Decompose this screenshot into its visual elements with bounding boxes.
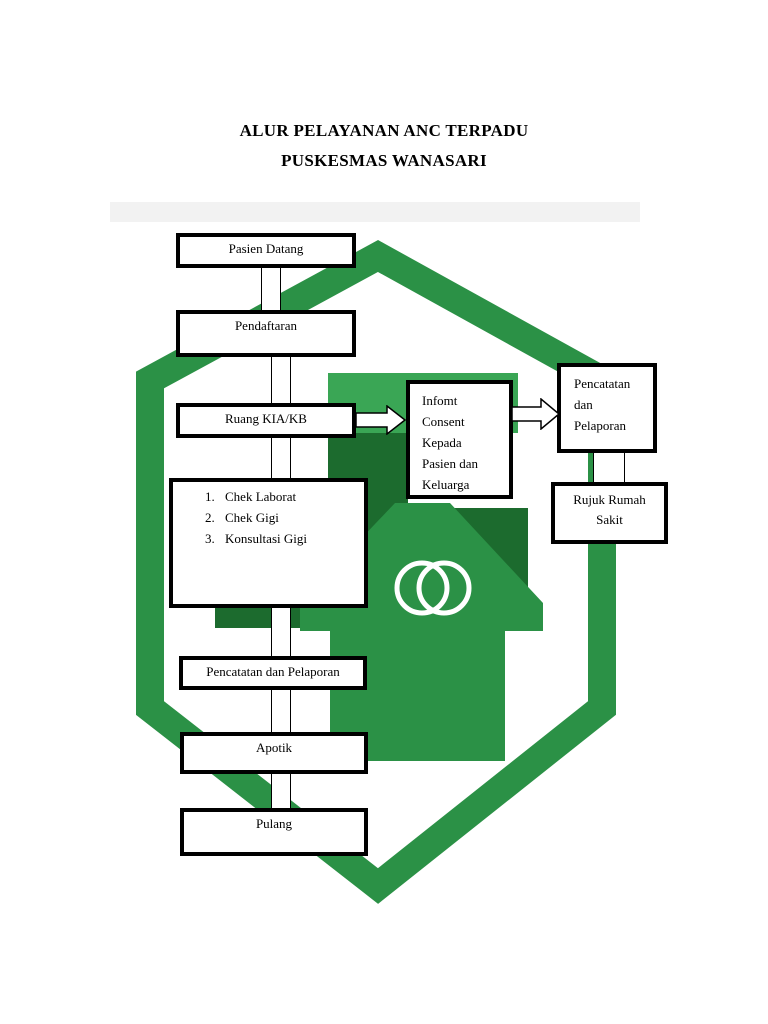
logo-ring-right	[416, 560, 472, 616]
arrow-right-icon	[355, 405, 407, 435]
connector-6	[271, 772, 291, 810]
step-pulang-label: Pulang	[255, 816, 293, 831]
step-pasien-datang: Pasien Datang	[176, 233, 356, 268]
step-pencatatan: Pencatatan dan Pelaporan	[179, 656, 367, 690]
rujuk-line: Sakit	[596, 512, 623, 527]
step-checks: 1.Chek Laborat 2.Chek Gigi 3.Konsultasi …	[169, 478, 368, 608]
connector-5	[271, 688, 291, 734]
consent-line: Consent	[422, 414, 465, 429]
consent-line: Infomt	[422, 393, 458, 408]
step-rujuk: Rujuk Rumah Sakit	[551, 482, 668, 544]
step-pencatatan-label: Pencatatan dan Pelaporan	[206, 664, 340, 679]
consent-line: Kepada	[422, 435, 462, 450]
consent-line: Keluarga	[422, 477, 470, 492]
rujuk-line: Rujuk Rumah	[573, 492, 646, 507]
connector-3	[271, 436, 291, 480]
step-informed-consent: Infomt Consent Kepada Pasien dan Keluarg…	[406, 380, 513, 499]
step-ruang-kia: Ruang KIA/KB	[176, 403, 356, 438]
pencatatan-side-line: dan	[574, 397, 593, 412]
consent-line: Pasien dan	[422, 456, 478, 471]
pencatatan-side-line: Pencatatan	[574, 376, 631, 391]
logo-ring-left	[394, 560, 450, 616]
connector-4	[271, 606, 291, 658]
step-pencatatan-side: Pencatatan dan Pelaporan	[557, 363, 657, 453]
check-item: 2.Chek Gigi	[205, 510, 279, 525]
pencatatan-side-line: Pelaporan	[574, 418, 626, 433]
page-title: ALUR PELAYANAN ANC TERPADU	[239, 121, 529, 140]
step-apotik-label: Apotik	[255, 740, 293, 755]
check-item: 1.Chek Laborat	[205, 489, 297, 504]
step-apotik: Apotik	[180, 732, 368, 774]
check-item: 3.Konsultasi Gigi	[205, 531, 307, 546]
connector-side	[593, 450, 625, 486]
arrow-right-icon	[511, 398, 561, 430]
step-pulang: Pulang	[180, 808, 368, 856]
step-pendaftaran: Pendaftaran	[176, 310, 356, 357]
step-pasien-datang-label: Pasien Datang	[228, 241, 304, 256]
step-pendaftaran-label: Pendaftaran	[234, 318, 298, 333]
checks-list: 1.Chek Laborat 2.Chek Gigi 3.Konsultasi …	[173, 486, 364, 549]
connector-1	[261, 266, 281, 311]
step-ruang-kia-label: Ruang KIA/KB	[225, 411, 307, 426]
logo-top-band	[110, 202, 640, 222]
page-subtitle: PUSKESMAS WANASARI	[281, 151, 487, 170]
connector-2	[271, 355, 291, 405]
